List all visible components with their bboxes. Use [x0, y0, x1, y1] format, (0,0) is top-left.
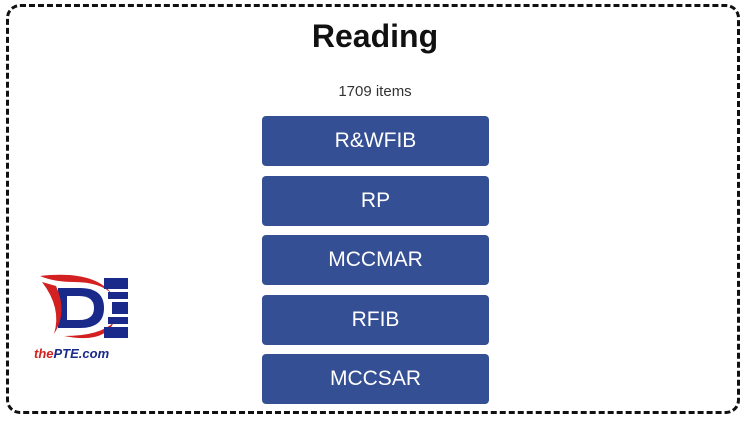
logo-text: thePTE.com: [34, 346, 109, 361]
menu-button-rwfib[interactable]: R&WFIB: [262, 116, 489, 166]
menu-button-mccmar[interactable]: MCCMAR: [262, 235, 489, 285]
menu-button-rfib[interactable]: RFIB: [262, 294, 489, 345]
logo-text-prefix: the: [34, 346, 54, 361]
menu-button-mccsar[interactable]: MCCSAR: [262, 354, 489, 404]
dashed-frame: [6, 4, 740, 414]
menu-button-rp[interactable]: RP: [262, 175, 489, 226]
thepte-logo: thePTE.com: [34, 268, 134, 362]
item-count: 1709 items: [338, 83, 412, 100]
section-menu: R&WFIB RP MCCMAR RFIB MCCSAR: [262, 116, 489, 404]
page-title: Reading: [311, 18, 439, 54]
logo-text-name: PTE.com: [53, 346, 110, 361]
logo-mark-icon: [40, 274, 128, 339]
